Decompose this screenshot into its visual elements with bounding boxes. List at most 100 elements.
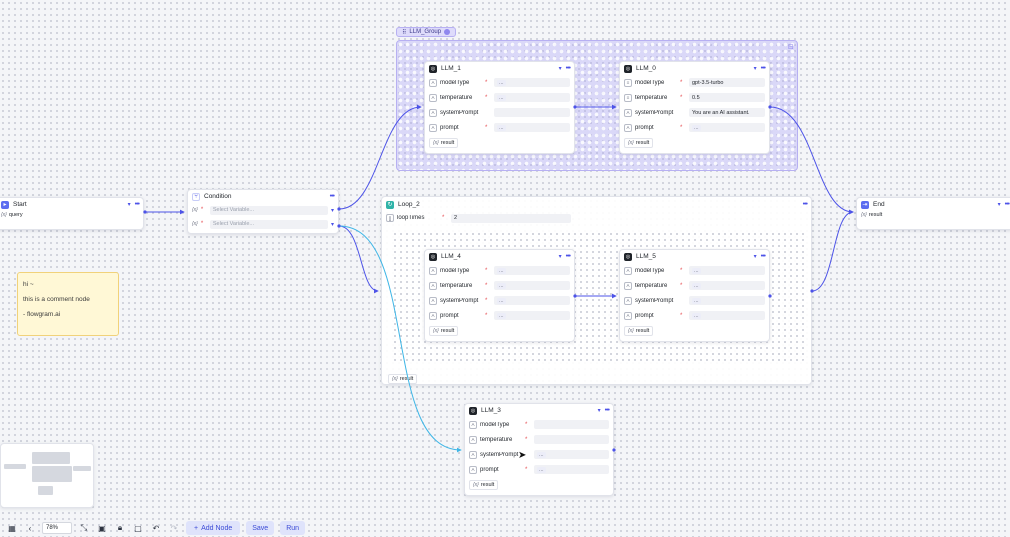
- condition-icon: ⑂: [192, 192, 200, 201]
- start-icon: ▸: [1, 200, 9, 209]
- array-type-icon: []: [386, 214, 394, 222]
- more-icon[interactable]: •••: [1004, 201, 1010, 208]
- mouse-cursor-icon: ➤: [518, 450, 527, 461]
- bottom-toolbar: ▦ ‹ 78% ⤡ ▣ 🔒︎ ▢ ↶ ↷ +Add Node Save Run: [6, 518, 306, 537]
- chevron-down-icon[interactable]: ▾: [330, 207, 334, 214]
- more-icon[interactable]: •••: [760, 65, 766, 72]
- llm-icon: ◎: [624, 64, 632, 73]
- model-type-input[interactable]: ...: [494, 78, 570, 87]
- auto-layout-icon[interactable]: ▣: [98, 523, 106, 533]
- more-icon[interactable]: •••: [565, 253, 571, 260]
- chevron-down-icon[interactable]: ▾: [753, 254, 757, 260]
- variable-icon: {x}: [433, 328, 439, 334]
- prompt-input[interactable]: ...: [494, 311, 570, 320]
- more-icon[interactable]: •••: [565, 65, 571, 72]
- plus-icon: +: [194, 524, 199, 532]
- undo-icon[interactable]: ↶: [152, 523, 160, 533]
- lock-icon[interactable]: 🔒︎: [117, 523, 123, 532]
- comment-icon[interactable]: ▢: [134, 523, 142, 533]
- node-title: Loop_2: [398, 201, 420, 208]
- prompt-input[interactable]: ...: [689, 123, 765, 132]
- group-color-dot[interactable]: [444, 29, 451, 35]
- fit-view-icon[interactable]: ⤡: [80, 523, 88, 532]
- number-type-icon: A: [429, 281, 437, 290]
- output-result: {x}result: [429, 138, 459, 148]
- group-label[interactable]: ⠿ LLM_Group: [396, 27, 457, 37]
- prompt-input[interactable]: ...: [534, 465, 609, 474]
- loop-times-input[interactable]: 2: [451, 213, 571, 223]
- temperature-input[interactable]: ...: [494, 281, 570, 290]
- comment-node[interactable]: hi ~ this is a comment node - flowgram.a…: [17, 272, 119, 336]
- edge-loop-end: [811, 209, 854, 292]
- end-node[interactable]: ⇥ End ▾ ••• {x} result: [856, 197, 1010, 230]
- string-type-icon: A: [429, 296, 437, 305]
- variable-icon: {x}: [392, 376, 398, 382]
- model-type-input[interactable]: gpt-3.5-turbo: [689, 78, 765, 87]
- temperature-input[interactable]: [534, 435, 609, 444]
- chevron-down-icon[interactable]: ▾: [997, 202, 1001, 208]
- node-title: End: [873, 201, 885, 208]
- variable-icon: {x}: [861, 212, 867, 218]
- number-type-icon: A: [624, 281, 632, 290]
- more-icon[interactable]: •••: [134, 201, 140, 208]
- more-icon[interactable]: •••: [760, 253, 766, 260]
- zoom-select[interactable]: 78%: [42, 522, 72, 534]
- string-type-icon: A: [624, 108, 632, 117]
- node-title: LLM_3: [481, 407, 501, 414]
- number-type-icon: A: [469, 435, 477, 444]
- system-prompt-input[interactable]: [494, 108, 570, 117]
- variable-select[interactable]: Select Variable...: [209, 219, 328, 229]
- llm-icon: ◎: [429, 64, 437, 73]
- temperature-input[interactable]: 0.5: [689, 93, 765, 102]
- ungroup-icon[interactable]: ⊟: [788, 44, 794, 51]
- string-type-icon: A: [469, 420, 477, 429]
- system-prompt-input[interactable]: ...: [689, 296, 765, 305]
- string-type-icon: A: [469, 450, 477, 459]
- variable-icon: {x}: [433, 140, 439, 146]
- string-type-icon: A: [624, 123, 632, 132]
- temperature-input[interactable]: ...: [689, 281, 765, 290]
- save-button[interactable]: Save: [246, 521, 275, 535]
- output-query: query: [8, 212, 23, 218]
- system-prompt-input[interactable]: ...: [534, 450, 609, 459]
- condition-node[interactable]: ⑂ Condition ••• {x} * Select Variable...…: [187, 189, 339, 234]
- chevron-down-icon[interactable]: ▾: [330, 221, 334, 228]
- model-type-input[interactable]: ...: [494, 266, 570, 275]
- add-node-button[interactable]: +Add Node: [186, 521, 241, 535]
- chevron-down-icon[interactable]: ▾: [558, 66, 562, 72]
- more-icon[interactable]: •••: [329, 193, 335, 200]
- model-type-input[interactable]: [534, 420, 609, 429]
- zoom-out-icon[interactable]: ‹: [28, 523, 32, 533]
- system-prompt-input[interactable]: You are an AI assistant.: [689, 108, 765, 117]
- output-result: {x}result: [624, 326, 654, 336]
- node-title: LLM_0: [636, 65, 656, 72]
- chevron-down-icon[interactable]: ▾: [127, 202, 131, 208]
- minimap-toggle-icon[interactable]: ▦: [8, 523, 16, 533]
- temperature-input[interactable]: ...: [494, 93, 570, 102]
- chevron-down-icon[interactable]: ▾: [597, 408, 601, 414]
- model-type-input[interactable]: ...: [689, 266, 765, 275]
- start-node[interactable]: ▸ Start ▾ ••• {x} query: [0, 197, 144, 230]
- node-title: LLM_5: [636, 253, 656, 260]
- node-title: Start: [13, 201, 27, 208]
- variable-select[interactable]: Select Variable...: [209, 205, 328, 215]
- redo-icon[interactable]: ↷: [170, 523, 178, 533]
- loop-icon: ↻: [386, 200, 394, 209]
- minimap[interactable]: [0, 443, 94, 508]
- llm-node-0[interactable]: ◎ LLM_0 ▾ ••• ≡modelType*gpt-3.5-turbo ≡…: [619, 61, 770, 154]
- more-icon[interactable]: •••: [802, 201, 808, 208]
- prompt-input[interactable]: ...: [689, 311, 765, 320]
- output-result: {x} result: [388, 374, 418, 384]
- more-icon[interactable]: •••: [604, 407, 610, 414]
- run-button[interactable]: Run: [280, 521, 306, 535]
- system-prompt-input[interactable]: ...: [494, 296, 570, 305]
- chevron-down-icon[interactable]: ▾: [558, 254, 562, 260]
- drag-handle-icon[interactable]: ⠿: [402, 29, 407, 36]
- chevron-down-icon[interactable]: ▾: [753, 66, 757, 72]
- prompt-input[interactable]: ...: [494, 123, 570, 132]
